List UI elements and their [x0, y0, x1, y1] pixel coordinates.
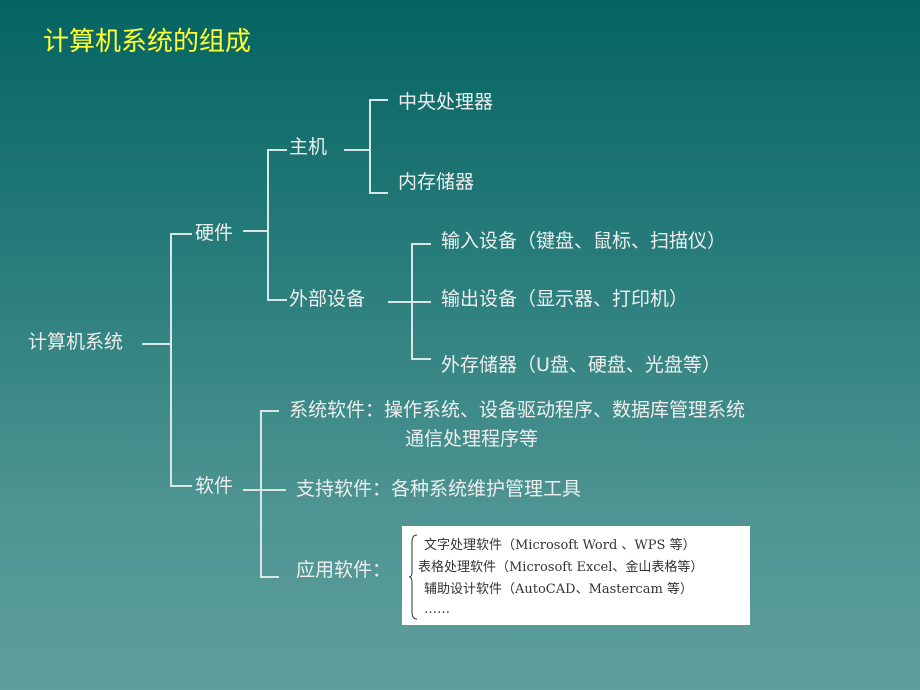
node-support-software: 支持软件：各种系统维护管理工具: [296, 478, 582, 500]
connector-line: [243, 230, 268, 232]
connector-line: [369, 99, 388, 101]
node-application-software: 应用软件：: [296, 559, 392, 581]
app-item-spreadsheet: 表格处理软件（Microsoft Excel、金山表格等）: [418, 560, 704, 575]
node-input-devices: 输入设备（键盘、鼠标、扫描仪）: [441, 230, 727, 252]
connector-line: [260, 410, 279, 412]
node-system-software-cont: 通信处理程序等: [405, 428, 539, 450]
slide-title: 计算机系统的组成: [43, 27, 252, 57]
connector-line: [388, 301, 431, 303]
connector-line: [170, 485, 192, 487]
node-software: 软件: [195, 475, 234, 497]
connector-line: [344, 149, 369, 151]
node-peripherals: 外部设备: [289, 288, 366, 310]
connector-line: [411, 243, 413, 359]
node-computer-system: 计算机系统: [28, 331, 124, 353]
node-host: 主机: [289, 136, 328, 158]
node-system-software: 系统软件：操作系统、设备驱动程序、数据库管理系统: [289, 399, 746, 421]
connector-line: [267, 149, 269, 299]
connector-line: [369, 192, 388, 194]
app-item-word-processing: 文字处理软件（Microsoft Word 、WPS 等）: [424, 538, 696, 553]
node-output-devices: 输出设备（显示器、打印机）: [441, 288, 689, 310]
node-memory: 内存储器: [398, 171, 475, 193]
app-item-cad: 辅助设计软件（AutoCAD、Mastercam 等）: [424, 582, 693, 597]
application-software-list: 文字处理软件（Microsoft Word 、WPS 等） 表格处理软件（Mic…: [402, 526, 750, 625]
connector-line: [142, 343, 170, 345]
connector-line: [260, 576, 279, 578]
connector-line: [170, 233, 192, 235]
connector-line: [369, 99, 371, 193]
node-cpu: 中央处理器: [398, 91, 494, 113]
node-external-storage: 外存储器（U盘、硬盘、光盘等）: [441, 354, 721, 376]
connector-line: [243, 489, 286, 491]
brace-icon: [408, 534, 418, 620]
connector-line: [260, 410, 262, 577]
connector-line: [411, 243, 431, 245]
node-hardware: 硬件: [195, 222, 234, 244]
connector-line: [267, 299, 287, 301]
connector-line: [411, 358, 431, 360]
app-item-ellipsis: ……: [424, 602, 450, 617]
connector-line: [267, 149, 287, 151]
connector-line: [170, 233, 172, 485]
